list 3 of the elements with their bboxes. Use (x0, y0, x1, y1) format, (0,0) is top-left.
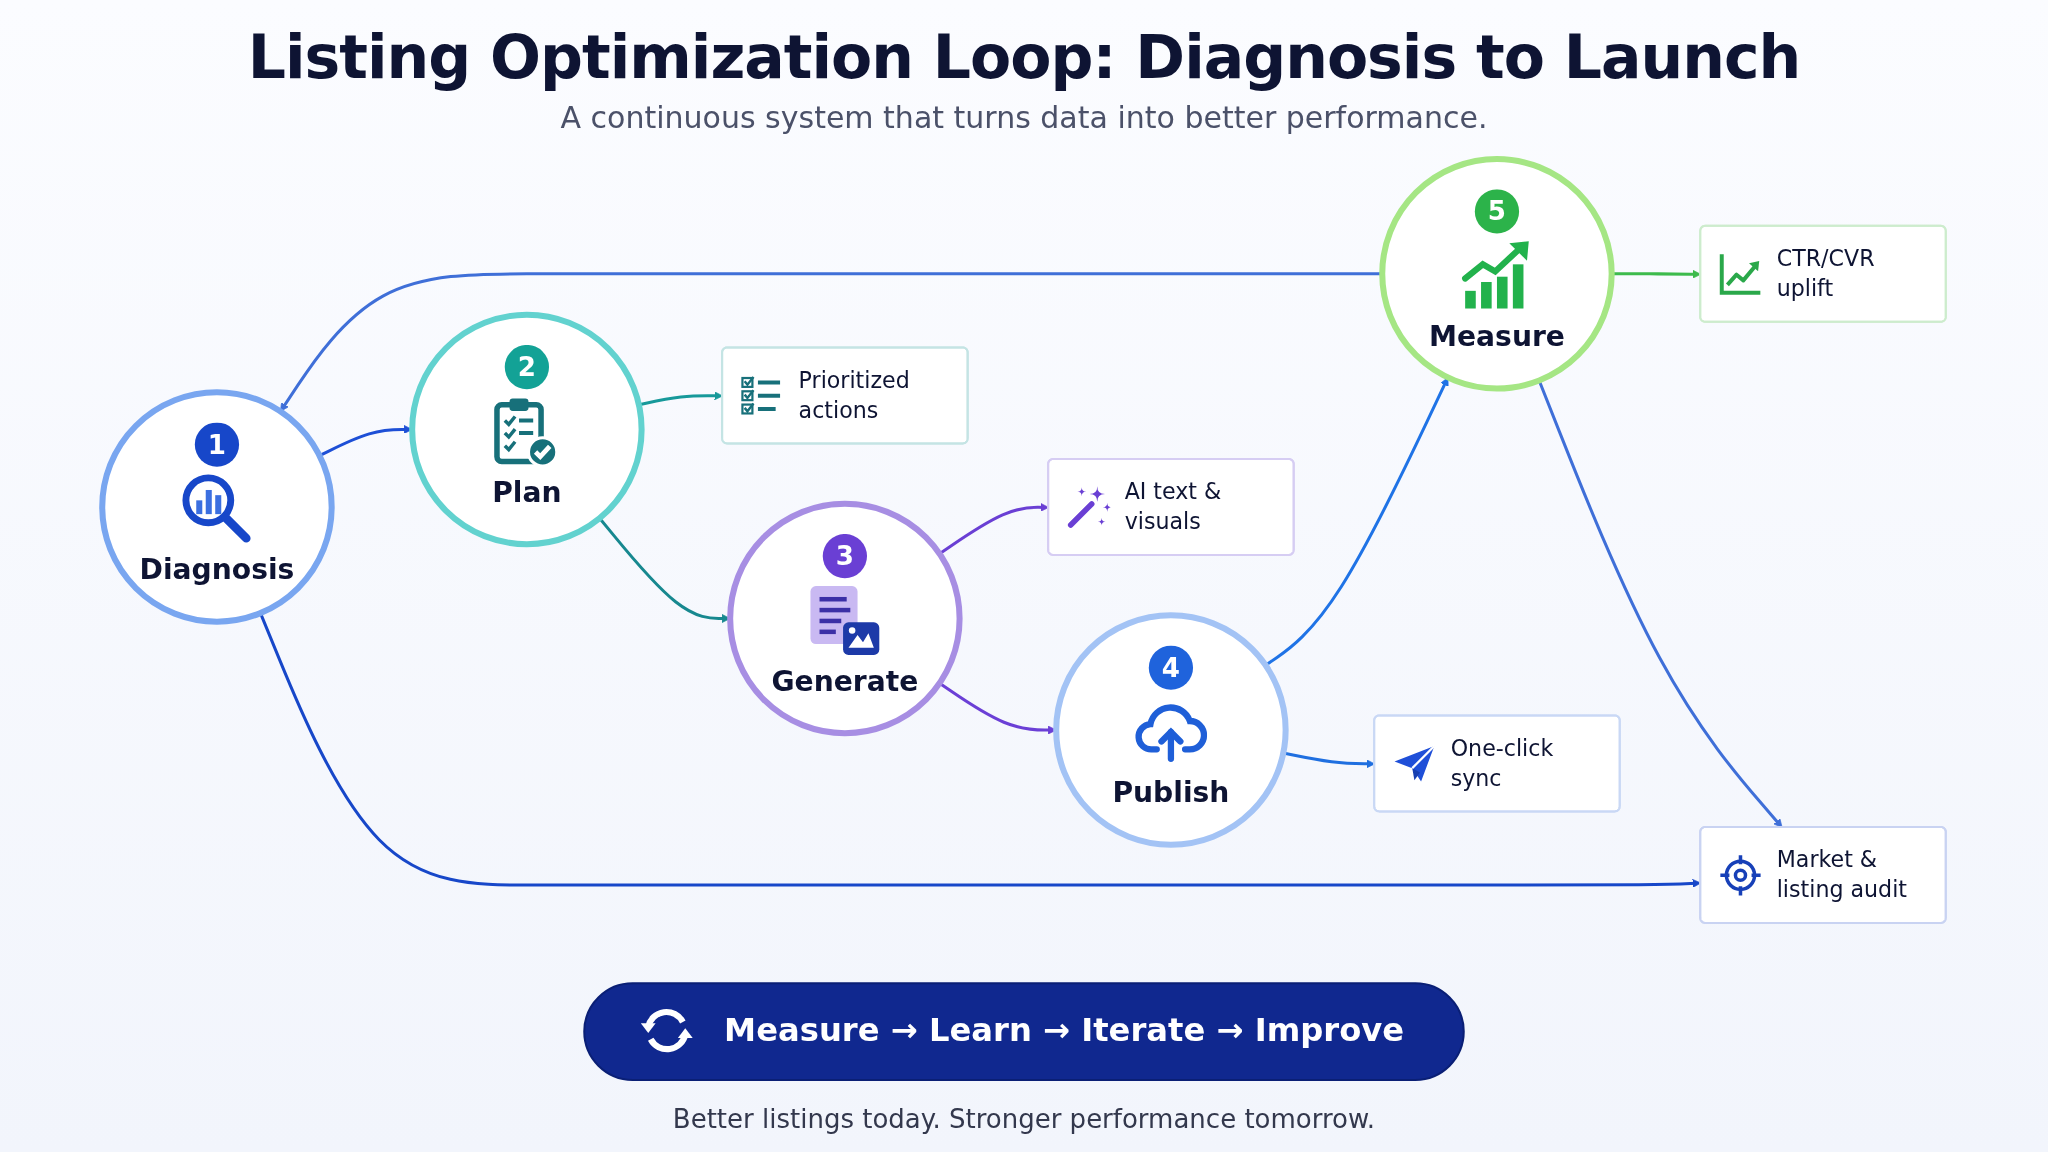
caption: Better listings today. Stronger performance tomorrow. (672, 1104, 1376, 1134)
subtitle: A continuous system that turns data into better performance. (560, 100, 1488, 135)
title: Listing Optimization Loop: Diagnosis to Launch (247, 22, 1801, 92)
